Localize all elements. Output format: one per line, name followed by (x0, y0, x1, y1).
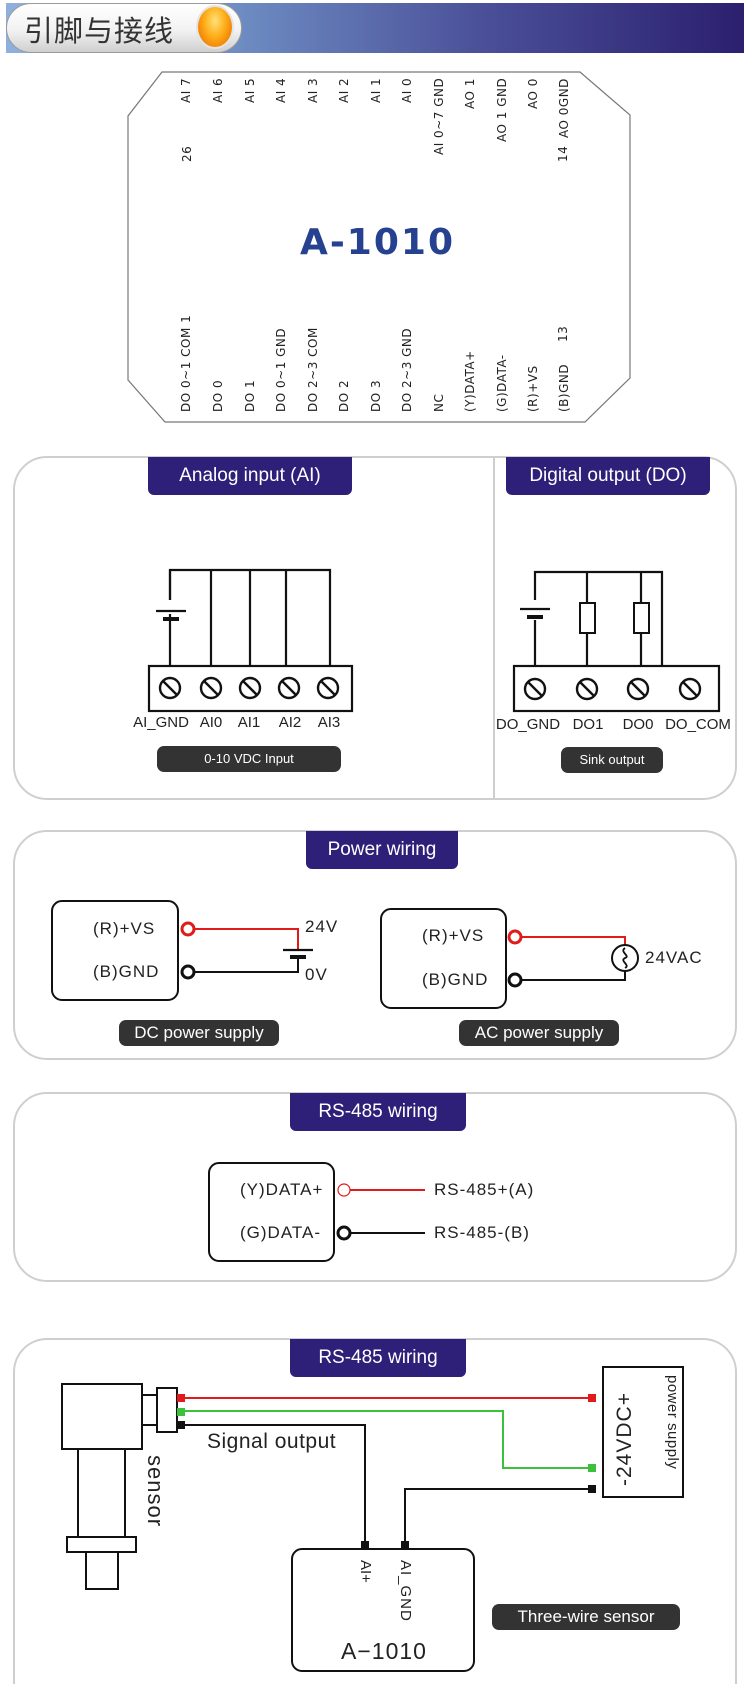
sensor-label: sensor (143, 1455, 168, 1528)
sensor-icon (61, 1383, 178, 1590)
ai-caption-badge: 0-10 VDC Input (157, 746, 341, 772)
terminal-label: DO_GND (495, 716, 561, 733)
signal-output-label: Signal output (207, 1430, 337, 1453)
power-wiring-title: Power wiring (306, 831, 458, 869)
ac-pin-gnd-label: (B)GND (422, 970, 489, 989)
rs485-wiring-title: RS-485 wiring (290, 1093, 466, 1131)
rs485-line-plus-label: RS-485+(A) (434, 1180, 535, 1199)
rs485-minus-terminal-icon (336, 1225, 352, 1241)
dc-0v-label: 0V (305, 965, 328, 984)
ac-gnd-terminal-icon (507, 972, 523, 988)
rs485-device-box (208, 1162, 335, 1262)
terminal-label: DO1 (572, 716, 604, 733)
panel-divider (493, 458, 495, 798)
ac-caption-badge: AC power supply (459, 1020, 619, 1046)
power-wiring-diagram (51, 900, 639, 1009)
power-supply-label: power supply (664, 1375, 681, 1470)
dc-24v-label: 24V (305, 917, 339, 936)
sensor-wiring-title: RS-485 wiring (290, 1339, 466, 1377)
dc-caption-badge: DC power supply (119, 1020, 279, 1046)
dc-pin-gnd-label: (B)GND (93, 962, 160, 981)
do1-load-resistor-icon (579, 602, 596, 634)
device-pin-gnd-label: AI_GND (397, 1560, 414, 1622)
three-wire-sensor-badge: Three-wire sensor (492, 1604, 680, 1630)
dc-gnd-terminal-icon (180, 964, 196, 980)
ac-positive-wire (515, 936, 626, 945)
do-battery-icon (520, 600, 550, 620)
supply-voltage-label: -24VDC+ (613, 1392, 636, 1486)
dc-ground-wire (190, 958, 299, 973)
do-screw-terminals (523, 677, 702, 701)
sensor-signal-wire (183, 1424, 366, 1545)
rs485-pin-plus-label: (Y)DATA+ (240, 1180, 324, 1199)
terminal-label: AI2 (278, 714, 302, 731)
ai-terminal-block (147, 664, 354, 713)
rs485-pin-minus-label: (G)DATA- (240, 1223, 322, 1242)
chip-model-label: A-1010 (300, 222, 455, 263)
terminal-label: AI0 (199, 714, 223, 731)
dc-vs-terminal-icon (180, 921, 196, 937)
terminal-label: AI3 (317, 714, 341, 731)
io-wiring-diagram (147, 568, 721, 713)
terminal-label: AI_GND (133, 714, 189, 731)
device-model-label: A−1010 (341, 1638, 427, 1664)
device-pin-ai-label: AI+ (357, 1560, 374, 1583)
rs485-plus-terminal-icon (337, 1183, 351, 1197)
sensor-ground-wire (404, 1488, 592, 1545)
do-caption-badge: Sink output (561, 747, 663, 773)
page-title: 引脚与接线 (24, 14, 175, 48)
do-terminal-block (512, 664, 721, 713)
chip-outline (127, 71, 631, 423)
ai-battery-icon (156, 600, 186, 621)
analog-input-title: Analog input (AI) (148, 457, 352, 495)
ac-device-box (380, 908, 507, 1009)
dc-device-box (51, 900, 179, 1001)
io-wiring-panel (13, 456, 737, 800)
dc-pin-vs-label: (R)+VS (93, 919, 156, 938)
orange-orb-icon (196, 5, 234, 49)
rs485-wiring-diagram (208, 1162, 425, 1262)
terminal-label: DO0 (622, 716, 654, 733)
dc-positive-wire (190, 928, 299, 950)
ac-pin-vs-label: (R)+VS (422, 926, 485, 945)
sensor-green-wire (183, 1410, 592, 1469)
power-supply-box (602, 1366, 684, 1498)
do0-load-resistor-icon (633, 602, 650, 634)
ai-screw-terminals (158, 676, 340, 700)
rs485-line-minus-label: RS-485-(B) (434, 1223, 530, 1242)
terminal-label: AI1 (237, 714, 261, 731)
digital-output-title: Digital output (DO) (506, 457, 710, 495)
terminal-label: DO_COM (665, 716, 731, 733)
a1010-device-box (291, 1548, 475, 1672)
ac-24vac-label: 24VAC (645, 948, 703, 967)
ac-vs-terminal-icon (507, 929, 523, 945)
ac-ground-wire (515, 971, 626, 981)
